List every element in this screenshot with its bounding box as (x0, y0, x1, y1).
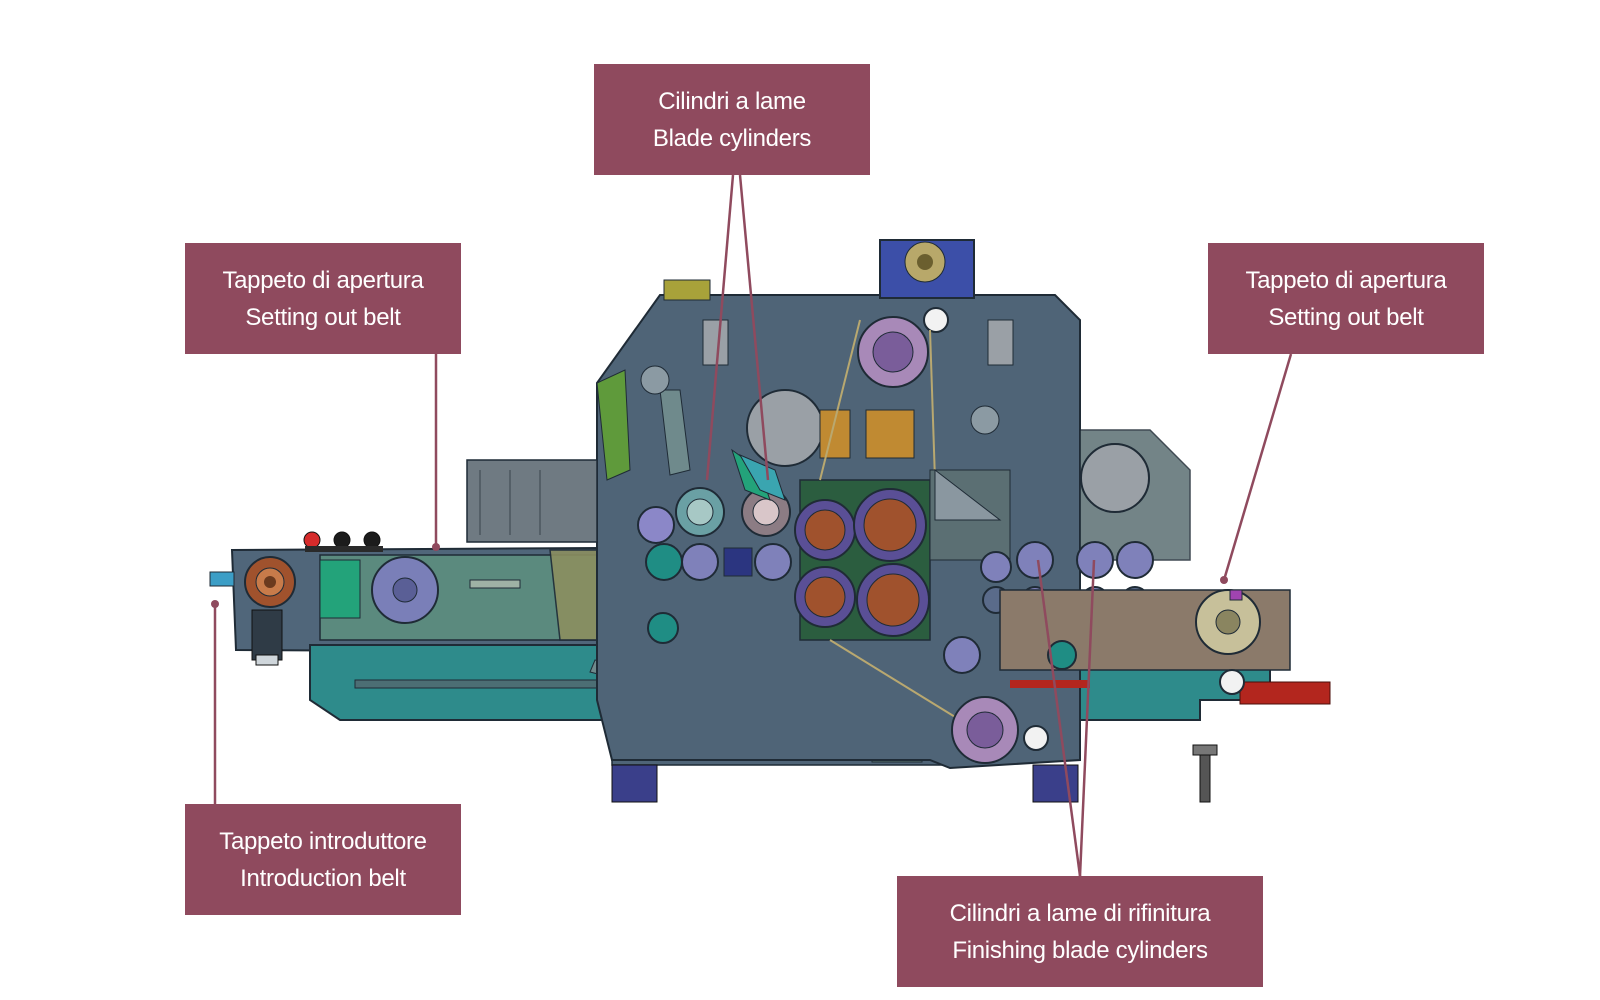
central-rollers (794, 319, 961, 721)
callout-setting-out-right-line1: Tappeto di apertura (1245, 266, 1447, 294)
callout-introduction-line1: Tappeto introduttore (219, 827, 427, 855)
callout-setting-out-right-line2: Setting out belt (1268, 303, 1424, 331)
callout-introduction-line2: Introduction belt (240, 864, 406, 892)
callout-setting-out-left-line2: Setting out belt (245, 303, 401, 331)
leader-lines (213, 174, 1293, 877)
leader-finishing-b (1078, 559, 1096, 877)
callout-blade-cylinders: Cilindri a lame Blade cylinders (594, 64, 870, 175)
leader-dots (211, 543, 1228, 608)
callout-finishing-line1: Cilindri a lame di rifinitura (949, 899, 1211, 927)
callout-finishing-line2: Finishing blade cylinders (952, 936, 1208, 964)
leader-blade-b (738, 174, 770, 481)
callout-setting-out-left-line1: Tappeto di apertura (222, 266, 424, 294)
leader-setting-right (1222, 353, 1293, 581)
leader-finishing-a (1036, 559, 1082, 877)
callout-blade-cylinders-line2: Blade cylinders (652, 124, 812, 152)
finishing-section (647, 429, 1291, 764)
callout-setting-out-belt-right: Tappeto di apertura Setting out belt (1208, 243, 1484, 354)
callout-introduction-belt: Tappeto introduttore Introduction belt (185, 804, 461, 915)
callout-setting-out-belt-left: Tappeto di apertura Setting out belt (185, 243, 461, 354)
callout-blade-cylinders-line1: Cilindri a lame (658, 87, 806, 115)
leader-blade-a (705, 174, 735, 481)
blade-cylinders (637, 448, 792, 581)
callout-finishing-blade-cylinders: Cilindri a lame di rifinitura Finishing … (897, 876, 1263, 987)
